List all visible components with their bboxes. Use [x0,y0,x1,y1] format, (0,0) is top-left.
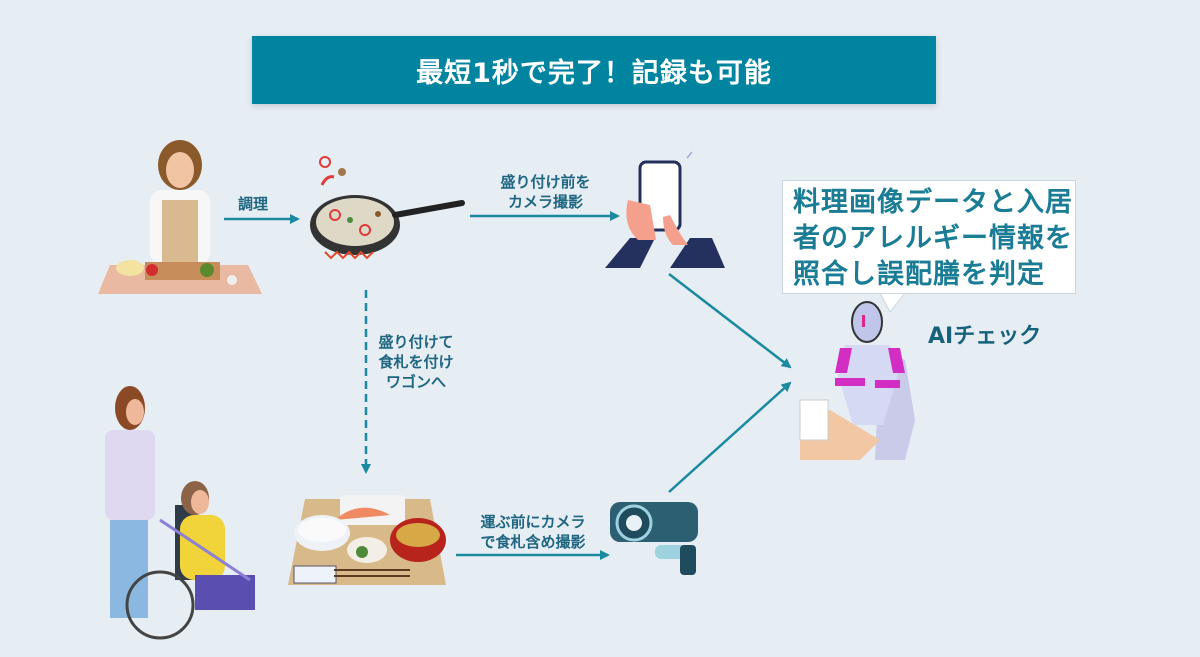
step-label-photo-before: 盛り付け前を カメラ撮影 [478,172,613,212]
photo-transport-line2: で食札含め撮影 [480,533,586,551]
step-label-photo-transport: 運ぶ前にカメラ で食札含め撮影 [458,512,608,552]
woman-cooking-illustration [98,140,262,294]
robot-illustration [795,297,915,460]
photo-before-line1: 盛り付け前を [500,173,591,191]
title-banner: 最短1秒で完了！記録も可能 [252,36,936,104]
photo-before-line2: カメラ撮影 [507,193,583,211]
frying-pan-illustration [310,156,465,260]
meal-tray-illustration [288,495,446,585]
cook-text: 調理 [238,195,269,213]
caregiver-wheelchair-illustration [105,386,255,640]
smartphone-illustration [605,151,725,268]
step-label-plating: 盛り付けて 食札を付け ワゴンへ [376,332,456,392]
step-label-cook: 調理 [238,194,268,214]
bubble-line1: 料理画像データと入居 [793,187,1073,218]
ai-check-label: AIチェック [928,324,1042,349]
banner-title: 最短1秒で完了！記録も可能 [416,57,772,89]
bubble-line2: 者のアレルギー情報を [793,223,1073,254]
plating-line2: 食札を付け [378,353,454,371]
plating-line1: 盛り付けて [378,333,454,351]
bubble-line3: 照合し誤配膳を判定 [793,259,1045,290]
arrow-camera-to-ai [668,381,792,493]
security-camera-illustration [610,502,698,575]
plating-line3: ワゴンへ [385,373,446,391]
ai-speech-bubble: 料理画像データと入居 者のアレルギー情報を 照合し誤配膳を判定 [782,180,1076,294]
photo-transport-line1: 運ぶ前にカメラ [480,513,586,531]
arrow-phone-to-ai [668,273,792,369]
